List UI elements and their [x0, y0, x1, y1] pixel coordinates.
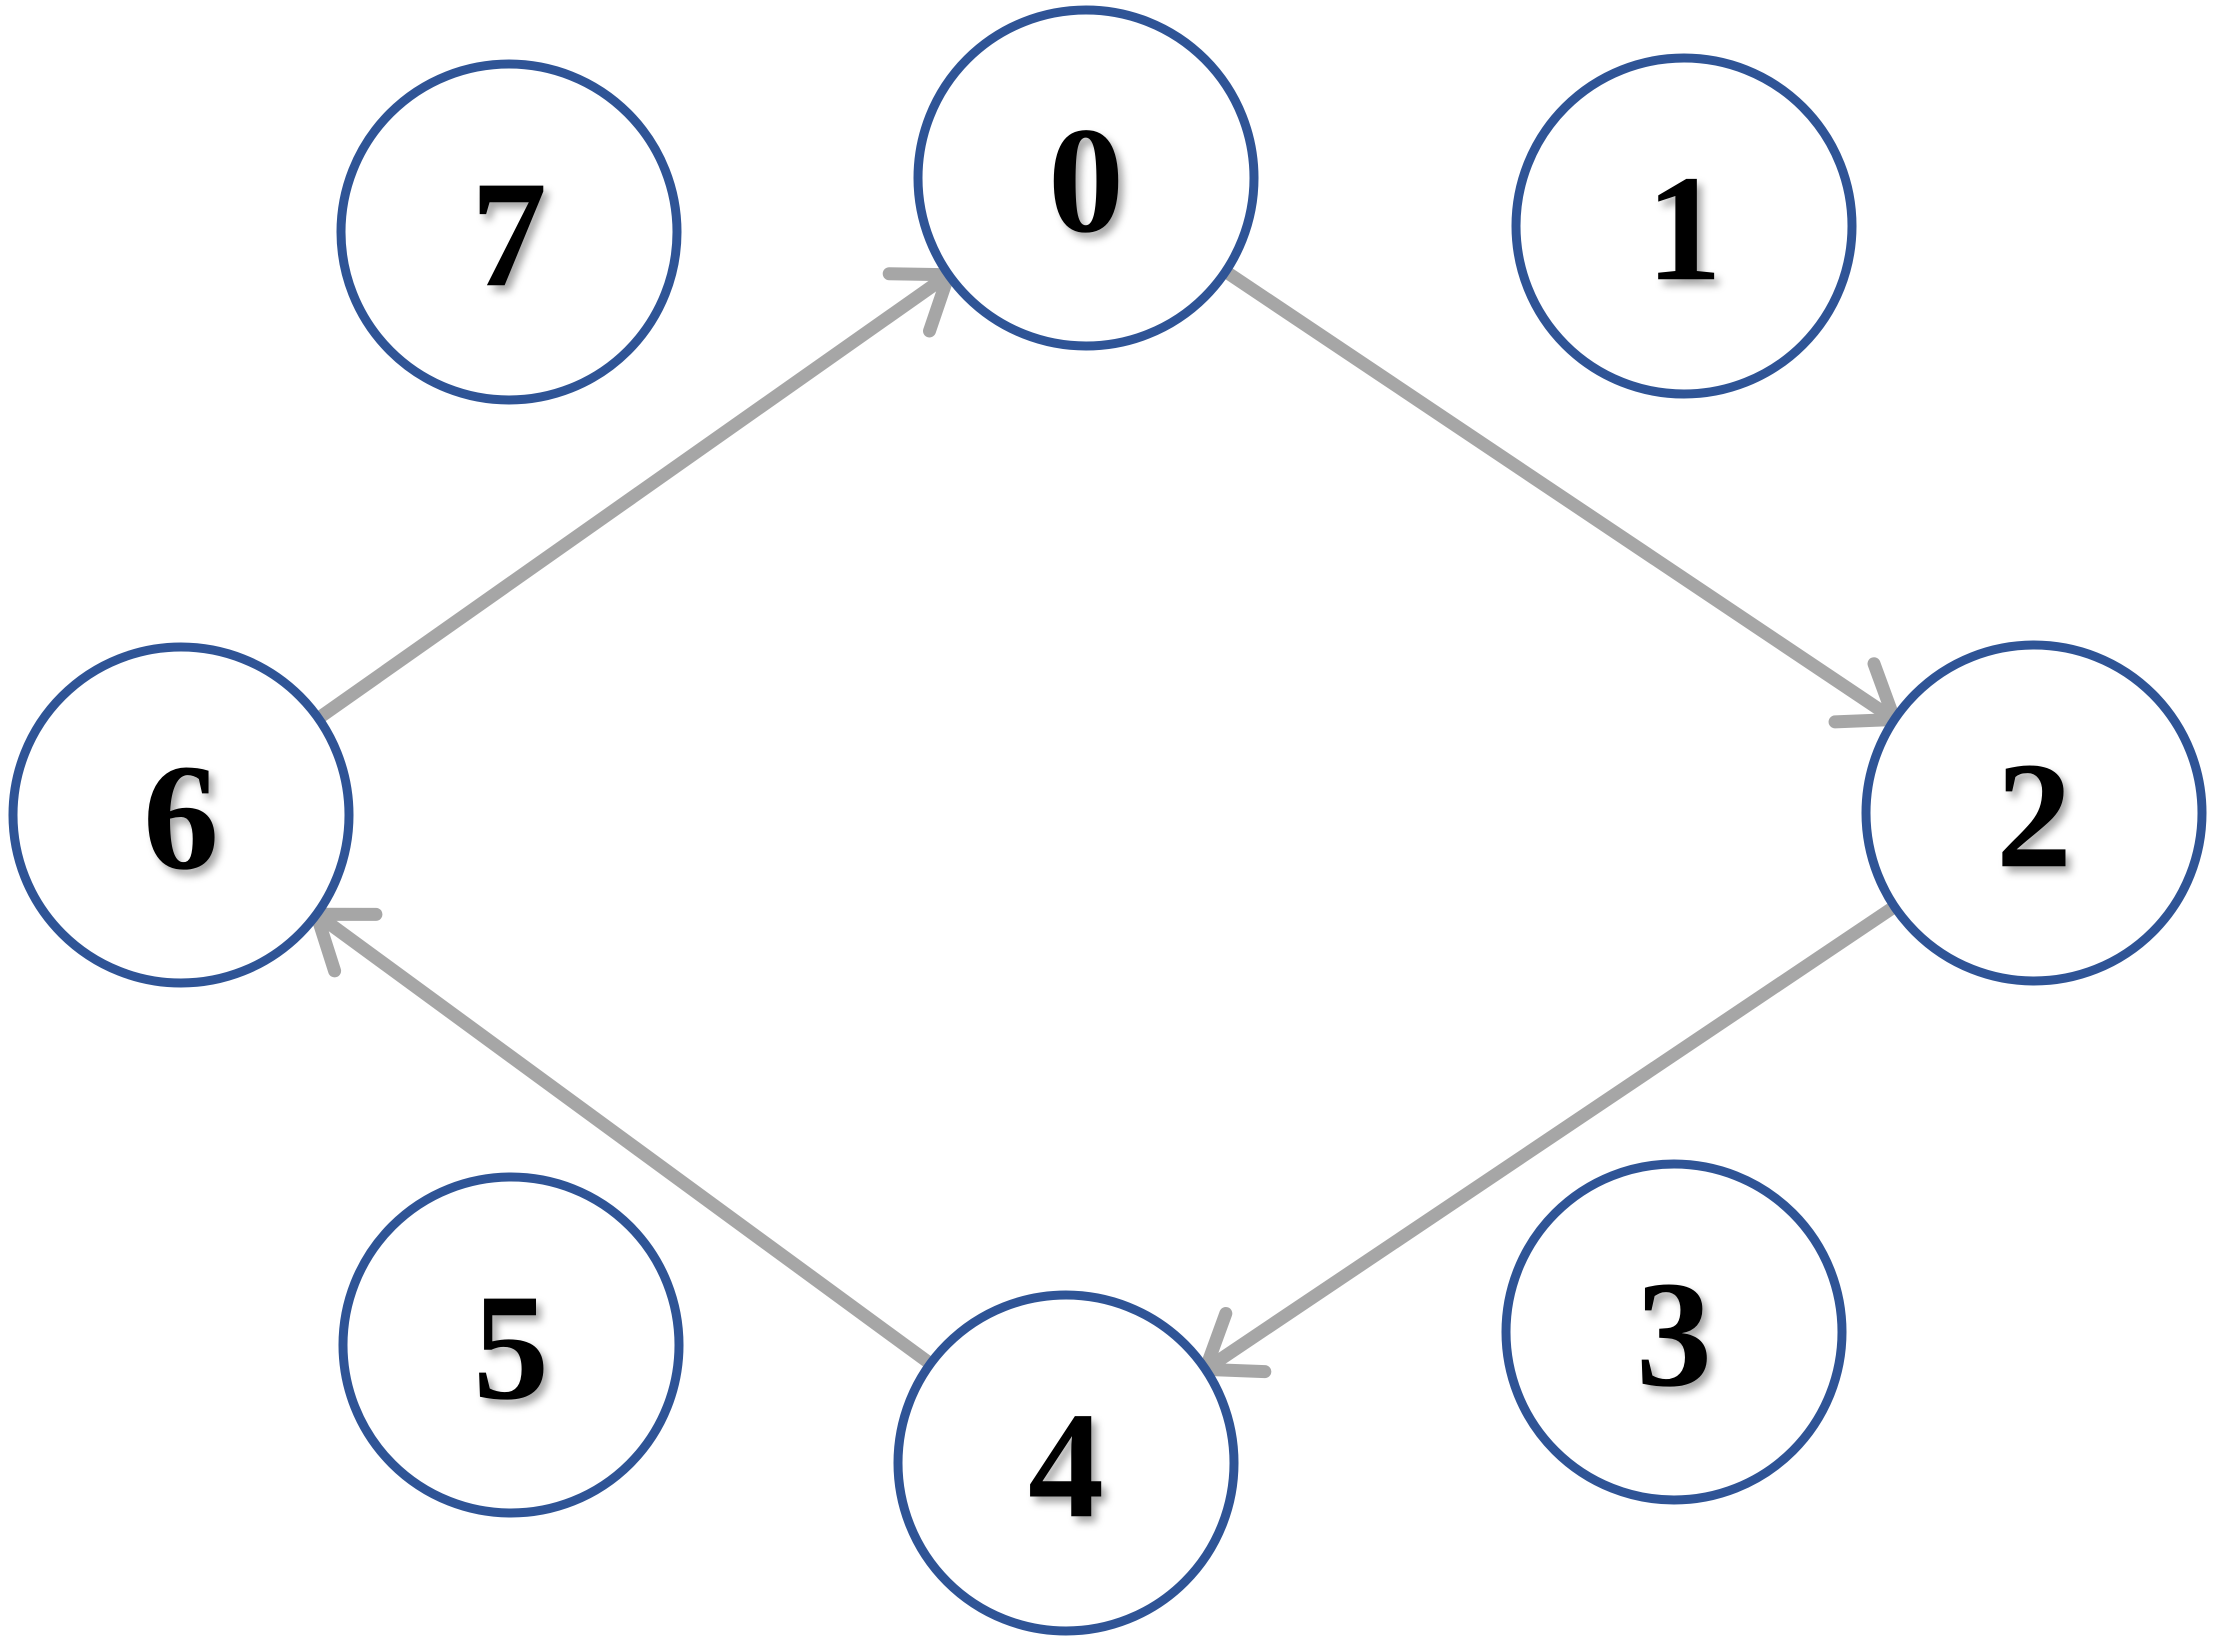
node-circle	[913, 5, 1259, 351]
graph-node-3: 3	[1501, 1159, 1847, 1505]
edge-0-to-2	[1221, 266, 1904, 729]
node-label: 6	[143, 733, 219, 901]
node-circle	[893, 1290, 1239, 1636]
graph-node-1: 1	[1511, 53, 1857, 399]
graph-node-6: 6	[8, 642, 354, 988]
graph-node-7: 7	[336, 59, 682, 405]
node-label: 0	[1048, 96, 1124, 264]
node-circle	[1511, 53, 1857, 399]
graph-node-0: 0	[913, 5, 1259, 351]
node-label: 2	[1996, 731, 2072, 899]
graph-node-4: 4	[893, 1290, 1239, 1636]
node-circle	[1501, 1159, 1847, 1505]
node-circle	[338, 1172, 684, 1518]
edge-6-to-0	[314, 267, 958, 724]
node-label: 7	[471, 150, 547, 318]
edge-2-to-4	[1196, 901, 1899, 1379]
node-circle	[1861, 640, 2207, 986]
node-label: 1	[1646, 144, 1722, 312]
node-label: 3	[1636, 1250, 1712, 1418]
graph-node-5: 5	[338, 1172, 684, 1518]
edge-4-to-6	[307, 907, 935, 1369]
node-circle	[8, 642, 354, 988]
graph-node-2: 2	[1861, 640, 2207, 986]
node-label: 5	[473, 1263, 549, 1431]
node-label: 4	[1028, 1381, 1104, 1549]
node-circle	[336, 59, 682, 405]
